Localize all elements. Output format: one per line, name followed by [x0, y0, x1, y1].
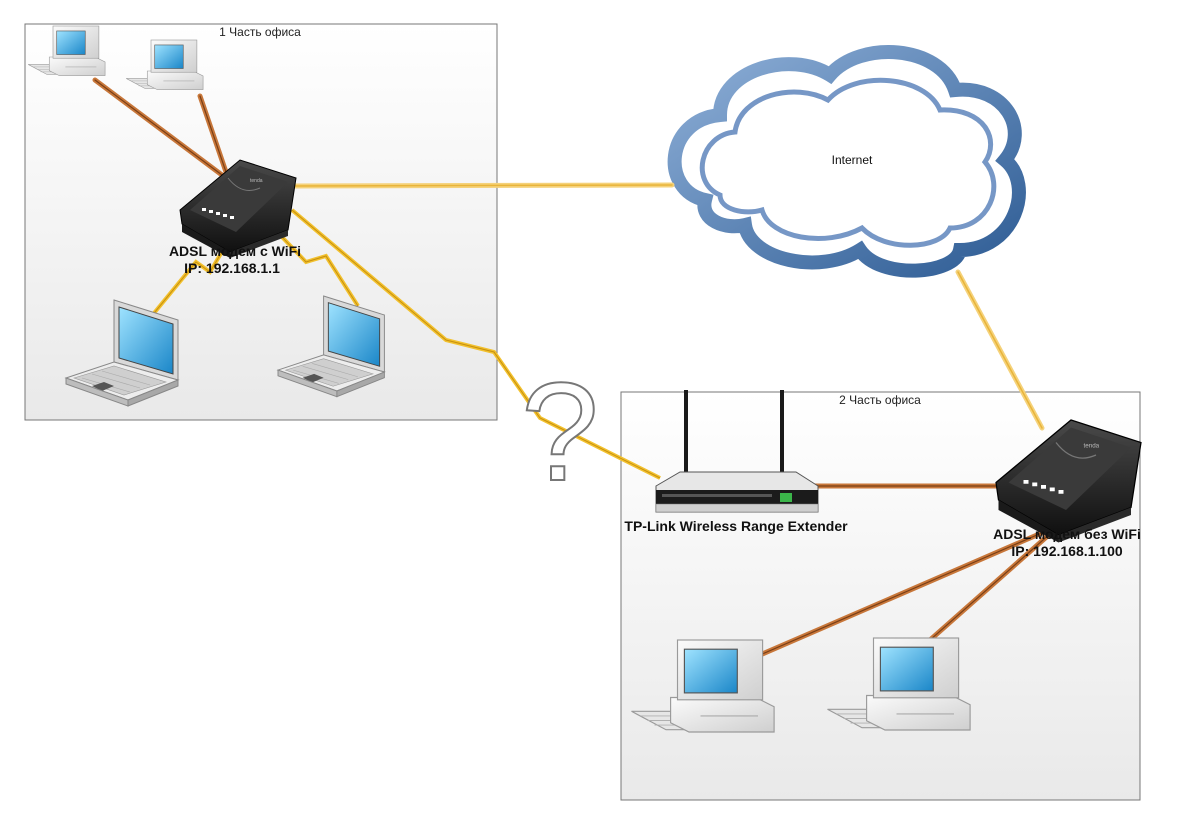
range-extender [655, 390, 819, 513]
wired-links [92, 77, 1063, 658]
adsl-modem-no-wifi-name: ADSL модем без WiFi [993, 526, 1141, 542]
office-zone-1-title: 1 Часть офиса [219, 25, 301, 39]
internet-label: Internet [832, 153, 873, 167]
internet-links [289, 182, 1045, 431]
svg-text:?: ? [521, 353, 599, 510]
range-extender-name: TP-Link Wireless Range Extender [624, 518, 848, 534]
unknown-link-question-mark: ? [520, 352, 600, 511]
internet-cloud: Internet [667, 45, 1026, 278]
adsl-modem-no-wifi-ip: IP: 192.168.1.100 [1011, 543, 1123, 559]
adsl-modem-wifi-ip: IP: 192.168.1.1 [184, 260, 280, 276]
office-zone-2-title: 2 Часть офиса [839, 393, 921, 407]
adsl-modem-wifi-name: ADSL модем с WiFi [169, 243, 301, 259]
